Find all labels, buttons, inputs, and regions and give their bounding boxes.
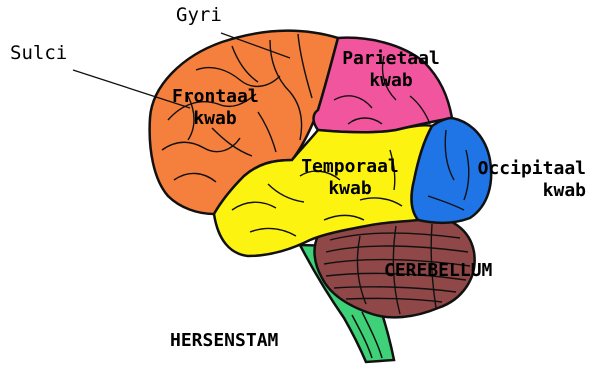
frontal-lobe-label-line2: kwab (172, 108, 258, 130)
gyri-label: Gyri (176, 4, 222, 26)
cerebellum-label: CEREBELLUM (384, 260, 492, 282)
frontal-lobe-label-line1: Frontaal (172, 86, 258, 108)
parietal-lobe-label: Parietaal kwab (335, 48, 447, 92)
occipital-lobe-label: Occipitaal kwab (466, 158, 586, 202)
occipital-lobe-label-line2: kwab (466, 180, 586, 202)
sulci-label: Sulci (10, 42, 67, 64)
temporal-lobe-label-line1: Temporaal (288, 156, 412, 178)
temporal-lobe-label: Temporaal kwab (288, 156, 412, 200)
occipital-lobe-label-line1: Occipitaal (466, 158, 586, 180)
temporal-lobe-label-line2: kwab (288, 178, 412, 200)
brainstem-label: HERSENSTAM (170, 330, 278, 352)
frontal-lobe-label: Frontaal kwab (172, 86, 258, 130)
parietal-lobe-label-line2: kwab (335, 70, 447, 92)
parietal-lobe-label-line1: Parietaal (335, 48, 447, 70)
